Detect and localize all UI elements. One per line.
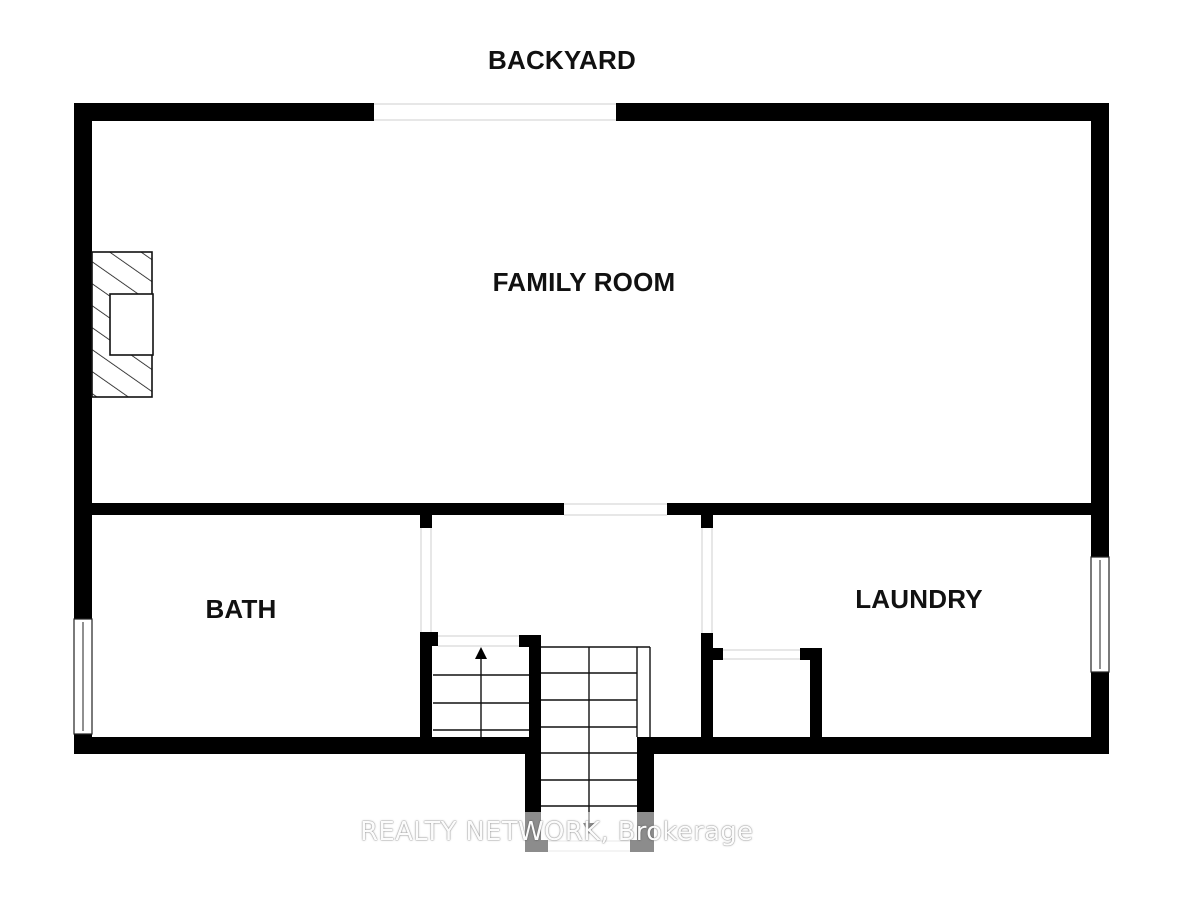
right-wall-upper bbox=[1091, 103, 1109, 558]
laundry-label: LAUNDRY bbox=[855, 584, 983, 614]
backyard-label: BACKYARD bbox=[488, 45, 636, 75]
hall-left-wall-bottom bbox=[420, 632, 432, 750]
stair-up-arrow bbox=[475, 647, 487, 659]
laundry-window bbox=[1090, 556, 1110, 673]
family-room-label: FAMILY ROOM bbox=[493, 267, 676, 297]
stair-divider-wall bbox=[529, 635, 541, 755]
top-wall-right bbox=[616, 103, 1109, 121]
interior-walls bbox=[74, 503, 1109, 852]
backyard-door-opening bbox=[374, 103, 616, 121]
bath-label: BATH bbox=[205, 594, 276, 624]
hall-left-wall-top bbox=[420, 513, 432, 528]
bath-window bbox=[73, 618, 93, 735]
watermark: REALTY NETWORK, Brokerage bbox=[360, 812, 840, 852]
divider-wall-left bbox=[74, 503, 564, 515]
divider-wall-right bbox=[667, 503, 1109, 515]
bottom-wall-left bbox=[74, 737, 534, 754]
left-wall-upper bbox=[74, 103, 92, 620]
fireplace bbox=[91, 251, 154, 398]
exterior-walls bbox=[74, 103, 1109, 754]
door-openings bbox=[420, 503, 800, 852]
left-stair-top-wall-left bbox=[420, 632, 438, 646]
closet-right-wall bbox=[810, 648, 822, 743]
bottom-wall-right bbox=[640, 737, 1109, 754]
top-wall-left bbox=[74, 103, 374, 121]
right-wall-lower bbox=[1091, 672, 1109, 754]
hall-right-wall-bottom bbox=[701, 633, 713, 751]
left-stairs bbox=[433, 654, 529, 737]
main-stairs bbox=[541, 646, 651, 826]
hall-right-wall-top bbox=[701, 513, 713, 528]
closet-left-wall bbox=[701, 648, 723, 660]
